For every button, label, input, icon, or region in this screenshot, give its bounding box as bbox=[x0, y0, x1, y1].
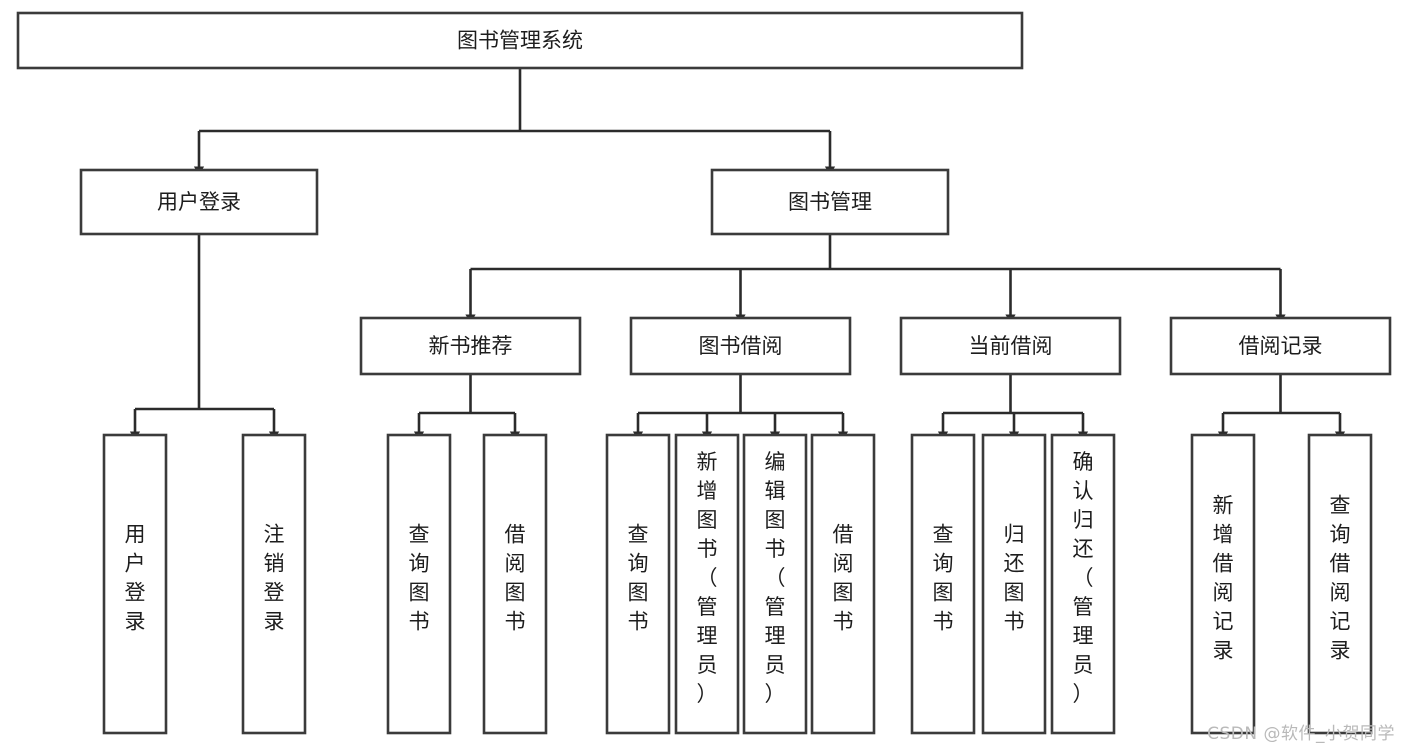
nodes-layer: 图书管理系统用户登录图书管理新书推荐图书借阅当前借阅借阅记录用户登录注销登录查询… bbox=[16, 11, 1392, 735]
node-borrow-record[interactable]: 借阅记录 bbox=[1169, 316, 1392, 376]
node-user-login-label: 用户登录 bbox=[157, 190, 241, 214]
node-leaf-confirm-return-admin-box bbox=[1050, 433, 1116, 735]
node-leaf-add-borrow-record[interactable]: 新增借阅记录 bbox=[1190, 433, 1256, 735]
node-leaf-borrow-book-1-label: 借阅图书 bbox=[505, 523, 526, 634]
node-leaf-add-book-admin-box bbox=[674, 433, 740, 735]
node-leaf-borrow-book-2-box bbox=[810, 433, 876, 735]
node-current-borrow[interactable]: 当前借阅 bbox=[899, 316, 1122, 376]
node-leaf-query-book-3[interactable]: 查询图书 bbox=[910, 433, 976, 735]
node-new-book-recommend-box bbox=[359, 316, 582, 376]
node-leaf-add-book-admin[interactable]: 新增图书（管理员） bbox=[674, 433, 740, 735]
node-book-manage-label: 图书管理 bbox=[788, 190, 872, 214]
node-leaf-query-borrow-record[interactable]: 查询借阅记录 bbox=[1307, 433, 1373, 735]
connectors-layer bbox=[129, 68, 1346, 441]
node-new-book-recommend-label: 新书推荐 bbox=[429, 334, 513, 358]
node-leaf-user-login-label: 用户登录 bbox=[125, 523, 146, 634]
node-leaf-confirm-return-admin[interactable]: 确认归还（管理员） bbox=[1050, 433, 1116, 735]
node-borrow-record-box bbox=[1169, 316, 1392, 376]
node-leaf-borrow-book-2[interactable]: 借阅图书 bbox=[810, 433, 876, 735]
node-leaf-logout-login[interactable]: 注销登录 bbox=[241, 433, 307, 735]
node-leaf-edit-book-admin-box bbox=[742, 433, 808, 735]
node-book-manage-box bbox=[710, 168, 950, 236]
node-root-system-box bbox=[16, 11, 1024, 70]
node-leaf-add-book-admin-label: 新增图书（管理员） bbox=[697, 450, 718, 706]
node-leaf-query-book-1[interactable]: 查询图书 bbox=[386, 433, 452, 735]
node-leaf-query-borrow-record-box bbox=[1307, 433, 1373, 735]
node-leaf-query-book-2-label: 查询图书 bbox=[628, 523, 649, 634]
node-leaf-return-book-label: 归还图书 bbox=[1004, 523, 1025, 634]
node-leaf-borrow-book-2-label: 借阅图书 bbox=[833, 523, 854, 634]
node-leaf-query-book-1-box bbox=[386, 433, 452, 735]
node-leaf-edit-book-admin[interactable]: 编辑图书（管理员） bbox=[742, 433, 808, 735]
node-leaf-query-borrow-record-label: 查询借阅记录 bbox=[1330, 494, 1351, 663]
node-book-borrow-box bbox=[629, 316, 852, 376]
node-borrow-record-label: 借阅记录 bbox=[1239, 334, 1323, 358]
node-book-manage[interactable]: 图书管理 bbox=[710, 168, 950, 236]
node-current-borrow-box bbox=[899, 316, 1122, 376]
node-book-borrow-label: 图书借阅 bbox=[699, 334, 783, 358]
node-root-system-label: 图书管理系统 bbox=[457, 29, 583, 53]
node-leaf-query-book-2-box bbox=[605, 433, 671, 735]
node-leaf-query-book-1-label: 查询图书 bbox=[409, 523, 430, 634]
node-leaf-query-book-2[interactable]: 查询图书 bbox=[605, 433, 671, 735]
node-leaf-user-login-box bbox=[102, 433, 168, 735]
node-leaf-user-login[interactable]: 用户登录 bbox=[102, 433, 168, 735]
node-new-book-recommend[interactable]: 新书推荐 bbox=[359, 316, 582, 376]
node-leaf-query-book-3-label: 查询图书 bbox=[933, 523, 954, 634]
node-leaf-add-borrow-record-box bbox=[1190, 433, 1256, 735]
csdn-watermark: CSDN @软件_小贺同学 bbox=[1207, 724, 1395, 744]
node-root-system[interactable]: 图书管理系统 bbox=[16, 11, 1024, 70]
node-leaf-query-book-3-box bbox=[910, 433, 976, 735]
node-leaf-logout-login-label: 注销登录 bbox=[264, 523, 285, 634]
node-leaf-edit-book-admin-label: 编辑图书（管理员） bbox=[765, 450, 786, 706]
node-leaf-return-book-box bbox=[981, 433, 1047, 735]
node-leaf-logout-login-box bbox=[241, 433, 307, 735]
node-leaf-borrow-book-1-box bbox=[482, 433, 548, 735]
node-user-login-box bbox=[79, 168, 319, 236]
node-user-login[interactable]: 用户登录 bbox=[79, 168, 319, 236]
node-leaf-return-book[interactable]: 归还图书 bbox=[981, 433, 1047, 735]
node-current-borrow-label: 当前借阅 bbox=[969, 334, 1053, 358]
node-leaf-add-borrow-record-label: 新增借阅记录 bbox=[1213, 494, 1234, 663]
node-leaf-borrow-book-1[interactable]: 借阅图书 bbox=[482, 433, 548, 735]
node-book-borrow[interactable]: 图书借阅 bbox=[629, 316, 852, 376]
node-leaf-confirm-return-admin-label: 确认归还（管理员） bbox=[1073, 450, 1094, 706]
